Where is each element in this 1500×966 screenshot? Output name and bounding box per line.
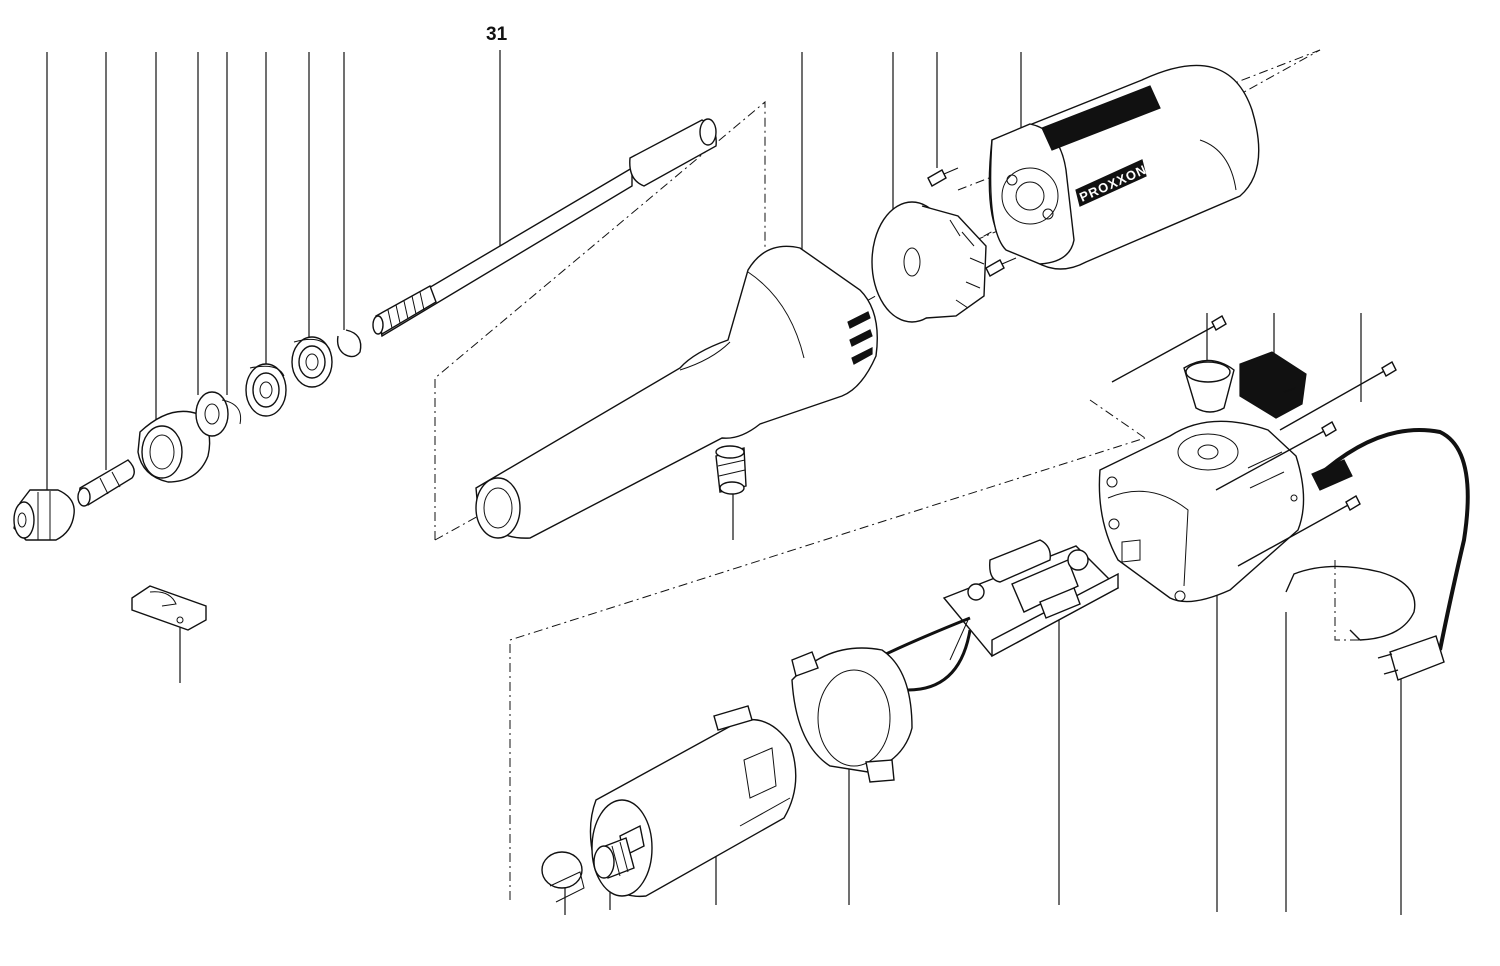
small-screws: [927, 167, 1017, 277]
motor-housing-part: PROXXON: [988, 64, 1260, 270]
circuit-board-part: [942, 539, 1120, 661]
front-bearing-part: [245, 363, 287, 417]
wiring-part: [885, 616, 972, 692]
spacer-washer-part: [195, 391, 242, 437]
clamp-plate-part: [131, 585, 207, 631]
leader-lines: [46, 50, 1402, 915]
long-screws: [1111, 315, 1397, 567]
collet-nut-part: [13, 489, 75, 541]
motor-mount-ring-part: [791, 647, 913, 783]
callout-number-31: 31: [486, 24, 508, 45]
pinion-gear-part: [593, 837, 635, 879]
rear-bearing-part: [291, 336, 333, 388]
power-cord-part: [1285, 427, 1470, 681]
rear-housing-part: [1098, 420, 1305, 603]
switch-knob-part: [1183, 359, 1235, 413]
gear-fitting-part: [715, 445, 747, 495]
spindle-cap-part: [137, 410, 211, 483]
switch-cap-part: [1239, 351, 1307, 419]
gear-head-housing-part: [475, 245, 878, 539]
collet-part: [77, 459, 135, 507]
bushing-part: [541, 851, 585, 903]
retaining-ring-part: [336, 329, 362, 358]
spindle-shaft-part-31: [372, 118, 717, 338]
cooling-fan-part: [871, 201, 987, 323]
